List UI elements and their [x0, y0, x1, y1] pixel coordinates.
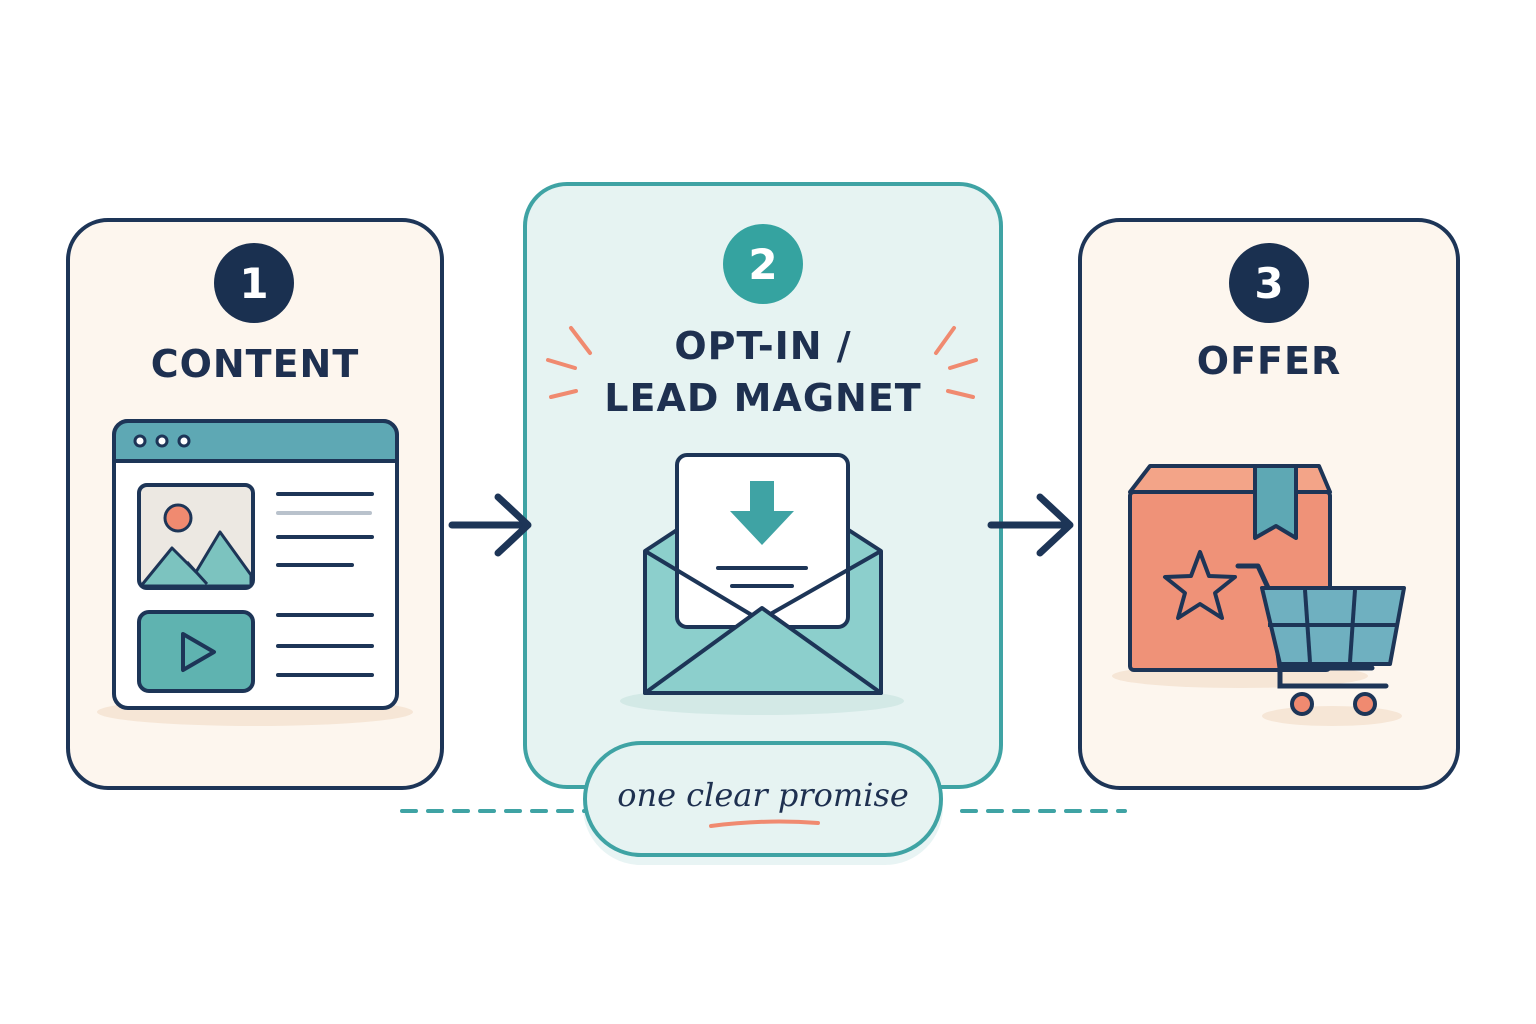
step-title-lead-magnet: OPT-IN / LEAD MAGNET — [604, 324, 922, 420]
sparkle-lines-icon — [546, 326, 978, 399]
step-number-2: 2 — [723, 224, 803, 304]
step-number-1: 1 — [214, 243, 294, 323]
arrow-right-icon — [987, 493, 1074, 557]
step-title-offer: OFFER — [1196, 339, 1342, 383]
product-box-cart-icon — [1112, 464, 1406, 726]
callout-pill: one clear promise — [583, 741, 943, 857]
arrow-right-icon — [448, 493, 532, 557]
browser-window-icon — [97, 419, 413, 726]
step-number-3: 3 — [1229, 243, 1309, 323]
callout-text: one clear promise — [617, 776, 909, 814]
step-title-content: CONTENT — [150, 342, 360, 386]
envelope-download-icon — [620, 453, 904, 715]
